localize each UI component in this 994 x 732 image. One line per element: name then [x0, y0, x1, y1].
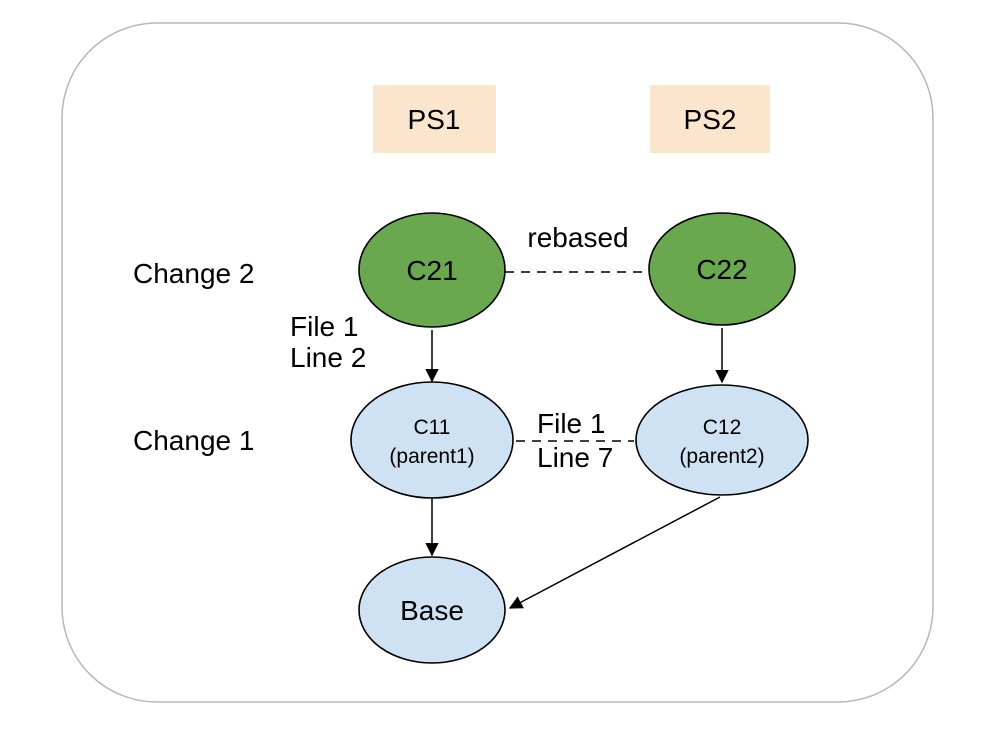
node-c21-label: C21 — [406, 255, 457, 286]
node-base — [358, 556, 506, 664]
node-c11 — [350, 381, 514, 499]
c21-edge-file-label: File 1 — [290, 311, 358, 342]
c21-edge-line-label: Line 2 — [290, 342, 366, 373]
node-base-label: Base — [400, 595, 464, 626]
node-c12 — [635, 384, 809, 496]
row-label-change-1: Change 1 — [133, 425, 254, 456]
node-c12-label: C12 — [703, 416, 742, 439]
node-c22-label: C22 — [696, 254, 747, 285]
ps2-header-box — [650, 85, 770, 153]
ps2-header-label: PS2 — [684, 104, 737, 135]
node-c11-sublabel: (parent1) — [389, 445, 474, 468]
c11-c12-edge-file-label: File 1 — [537, 408, 605, 439]
row-label-change-2: Change 2 — [133, 258, 254, 289]
edge-c12-to-base-arrow — [508, 496, 721, 609]
node-c22 — [648, 212, 796, 326]
node-c11-label: C11 — [414, 416, 451, 439]
c11-c12-edge-line-label: Line 7 — [537, 442, 613, 473]
node-c21 — [358, 212, 506, 328]
ps1-header-label: PS1 — [408, 104, 461, 135]
ps1-header-box — [373, 85, 496, 153]
outer-frame — [61, 22, 934, 703]
node-c12-sublabel: (parent2) — [679, 445, 764, 468]
rebased-label: rebased — [527, 222, 628, 253]
